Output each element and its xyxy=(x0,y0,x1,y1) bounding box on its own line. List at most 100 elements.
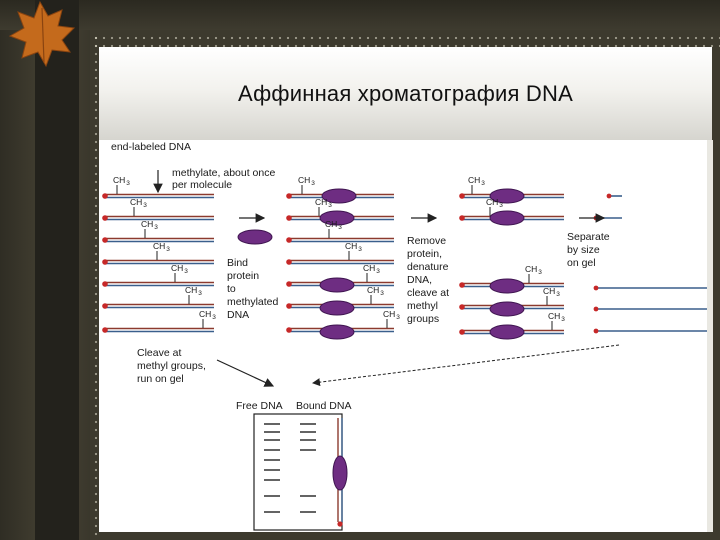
label-line: methyl xyxy=(407,300,438,312)
label-line: to xyxy=(227,283,236,295)
methyl-group-label: CH3 xyxy=(141,219,158,231)
panel-edge xyxy=(707,140,713,532)
methyl-group-label: CH3 xyxy=(113,175,130,187)
dna-strands xyxy=(102,193,707,335)
end-label-dot xyxy=(286,193,292,199)
end-label-dot xyxy=(102,303,108,309)
methylate-label-2: per molecule xyxy=(172,179,232,191)
methyl-group-label: CH3 xyxy=(345,241,362,253)
methyl-subscript: 3 xyxy=(143,202,147,209)
methyl-subscript: 3 xyxy=(212,314,216,321)
methyl-subscript: 3 xyxy=(184,268,188,275)
affinity-chromatography-diagram: CH3CH3CH3CH3CH3CH3CH3CH3CH3CH3CH3CH3CH3C… xyxy=(102,141,707,531)
end-label-dot xyxy=(102,193,108,199)
arrows xyxy=(153,170,620,387)
end-label-dot xyxy=(593,285,599,291)
label-line: methylated xyxy=(227,296,279,308)
background-top xyxy=(0,0,720,30)
label-line: by size xyxy=(567,244,600,256)
label-line: protein, xyxy=(407,248,442,260)
label-line: DNA, xyxy=(407,274,432,286)
bound-protein-oval xyxy=(332,455,348,491)
end-label-dot xyxy=(102,281,108,287)
methyl-group-label: CH3 xyxy=(298,175,315,187)
label-line: DNA xyxy=(227,309,249,321)
methyl-group-label: CH3 xyxy=(199,309,216,321)
label-line: Separate xyxy=(567,231,610,243)
methylate-label-1: methylate, about once xyxy=(172,167,275,179)
methyl-subscript: 3 xyxy=(481,180,485,187)
methyl-subscript: 3 xyxy=(154,224,158,231)
methyl-group-label: CH3 xyxy=(367,285,384,297)
end-label-dot xyxy=(459,304,465,310)
methyl-subscript: 3 xyxy=(328,202,332,209)
end-label-dot xyxy=(593,306,599,312)
label-line: Remove xyxy=(407,235,446,247)
protein-oval xyxy=(489,278,525,294)
end-label-dot xyxy=(286,237,292,243)
end-label-dot xyxy=(286,303,292,309)
methyl-subscript: 3 xyxy=(538,269,542,276)
bound-dna-label: Bound DNA xyxy=(296,400,351,412)
label-line: denature xyxy=(407,261,449,273)
methyl-group-label: CH3 xyxy=(363,263,380,275)
gel-box xyxy=(253,413,343,531)
protein-oval xyxy=(319,300,355,316)
methyl-subscript: 3 xyxy=(556,291,560,298)
methyl-group-label: CH3 xyxy=(525,264,542,276)
end-label-dot xyxy=(286,327,292,333)
slide-title: Аффинная хроматография DNA xyxy=(238,81,573,106)
label-line: methyl groups, xyxy=(137,360,206,372)
label-line: on gel xyxy=(567,257,596,269)
title-band: Аффинная хроматография DNA xyxy=(99,47,712,140)
autumn-leaf-icon xyxy=(8,0,76,68)
cleave-arrow-right xyxy=(312,344,620,387)
protein-oval xyxy=(489,324,525,340)
methyl-group-label: CH3 xyxy=(543,286,560,298)
label-line: protein xyxy=(227,270,259,282)
end-label-dot xyxy=(337,521,343,527)
protein-oval xyxy=(489,301,525,317)
methyl-subscript: 3 xyxy=(338,224,342,231)
protein-oval xyxy=(319,277,355,293)
label-line: Cleave at xyxy=(137,347,181,359)
methyl-subscript: 3 xyxy=(126,180,130,187)
methyl-subscript: 3 xyxy=(396,314,400,321)
free-dna-label: Free DNA xyxy=(236,400,283,412)
end-label-dot xyxy=(102,259,108,265)
methyl-subscript: 3 xyxy=(311,180,315,187)
methyl-subscript: 3 xyxy=(376,268,380,275)
protein-oval xyxy=(489,210,525,226)
protein-oval xyxy=(237,229,273,245)
end-label-dot xyxy=(459,215,465,221)
end-label-dot xyxy=(102,327,108,333)
methyl-group-label: CH3 xyxy=(153,241,170,253)
protein-oval xyxy=(319,210,355,226)
end-label-dot xyxy=(102,237,108,243)
methyl-group-label: CH3 xyxy=(548,311,565,323)
end-label-dot xyxy=(102,215,108,221)
end-label-dot xyxy=(286,281,292,287)
end-label-dot xyxy=(459,329,465,335)
protein-oval xyxy=(319,324,355,340)
label-line: cleave at xyxy=(407,287,449,299)
methyl-subscript: 3 xyxy=(166,246,170,253)
methyl-subscript: 3 xyxy=(198,290,202,297)
protein-ovals xyxy=(237,188,525,340)
methyl-subscript: 3 xyxy=(358,246,362,253)
dotted-border-left xyxy=(92,34,102,540)
methyl-subscript: 3 xyxy=(380,290,384,297)
end-labeled-label: end-labeled DNA xyxy=(111,141,191,153)
end-label-dot xyxy=(286,259,292,265)
end-label-dot xyxy=(286,215,292,221)
end-label-dot xyxy=(459,193,465,199)
dotted-border-top xyxy=(92,34,720,50)
methyl-subscript: 3 xyxy=(561,316,565,323)
methyl-group-label: CH3 xyxy=(468,175,485,187)
dark-stripe xyxy=(35,0,79,540)
